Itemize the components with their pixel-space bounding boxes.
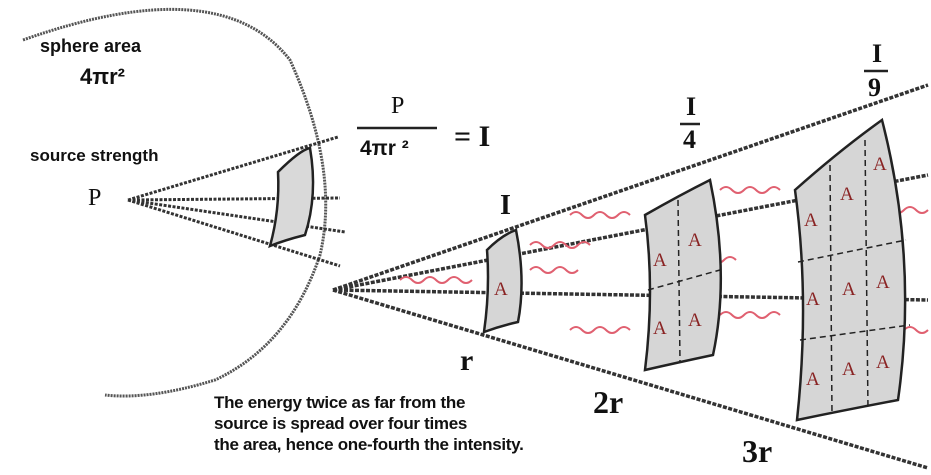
patch-3r-cell: A: [876, 352, 890, 373]
intensity-3r-numerator: I: [872, 39, 882, 68]
energy-waves: [399, 186, 929, 334]
patch-r-shape: [482, 228, 523, 334]
patch-3r-cell: A: [842, 359, 856, 380]
equation: P 4πr ² = I: [357, 93, 490, 160]
intensity-2r-numerator: I: [686, 92, 696, 121]
distance-labels: r 2r 3r: [460, 344, 772, 469]
intensity-3r-denominator: 9: [868, 73, 881, 102]
patch-2r-cell: A: [653, 250, 667, 271]
distance-3r: 3r: [742, 433, 772, 469]
patch-3r-cell: A: [806, 289, 820, 310]
caption-line: source is spread over four times: [214, 414, 468, 433]
caption: The energy twice as far from the source …: [214, 392, 634, 455]
sphere-area-formula: 4πr²: [80, 64, 125, 89]
patch-3r-divider-h2: [799, 324, 911, 341]
patch-3r-cell: A: [876, 272, 890, 293]
patch-3r-cell: A: [840, 184, 854, 205]
patch-2r: A A A A: [643, 178, 723, 372]
sphere-patch: [268, 146, 315, 249]
caption-line: the area, hence one-fourth the intensity…: [214, 435, 524, 454]
equation-result: = I: [454, 120, 490, 153]
patch-3r-shape: [793, 117, 907, 422]
sphere-area-label: sphere area: [40, 36, 142, 56]
patch-3r-cell: A: [804, 210, 818, 231]
patch-2r-divider-h: [647, 269, 721, 291]
sphere-outline: [22, 7, 328, 398]
patch-2r-cell: A: [688, 310, 702, 331]
source-strength-label: source strength: [30, 146, 158, 165]
distance-2r: 2r: [593, 384, 623, 420]
patch-3r-divider-v2: [864, 139, 869, 411]
patch-r-cell: A: [494, 279, 508, 300]
patch-3r-cell: A: [806, 369, 820, 390]
patch-2r-cell: A: [653, 318, 667, 339]
patch-2r-shape: [643, 178, 723, 372]
patch-3r-divider-h1: [797, 239, 907, 263]
patch-3r-cell: A: [873, 154, 887, 175]
equation-numerator: P: [391, 93, 404, 119]
patch-3r: A A A A A A A A A: [793, 117, 911, 422]
patch-2r-cell: A: [688, 230, 702, 251]
equation-denominator: 4πr ²: [360, 137, 409, 160]
intensity-2r-denominator: 4: [683, 125, 696, 154]
distance-r: r: [460, 344, 473, 377]
intensity-r: I: [500, 190, 511, 221]
patch-r: A: [482, 228, 523, 334]
patch-3r-divider-v1: [829, 164, 833, 416]
sphere-group: sphere area 4πr² source strength P: [22, 7, 346, 398]
source-point-label: P: [88, 185, 101, 211]
caption-line: The energy twice as far from the: [214, 393, 466, 412]
sphere-rays: [127, 135, 346, 268]
patch-3r-cell: A: [842, 279, 856, 300]
intensity-labels: I I 4 I 9: [500, 39, 888, 221]
